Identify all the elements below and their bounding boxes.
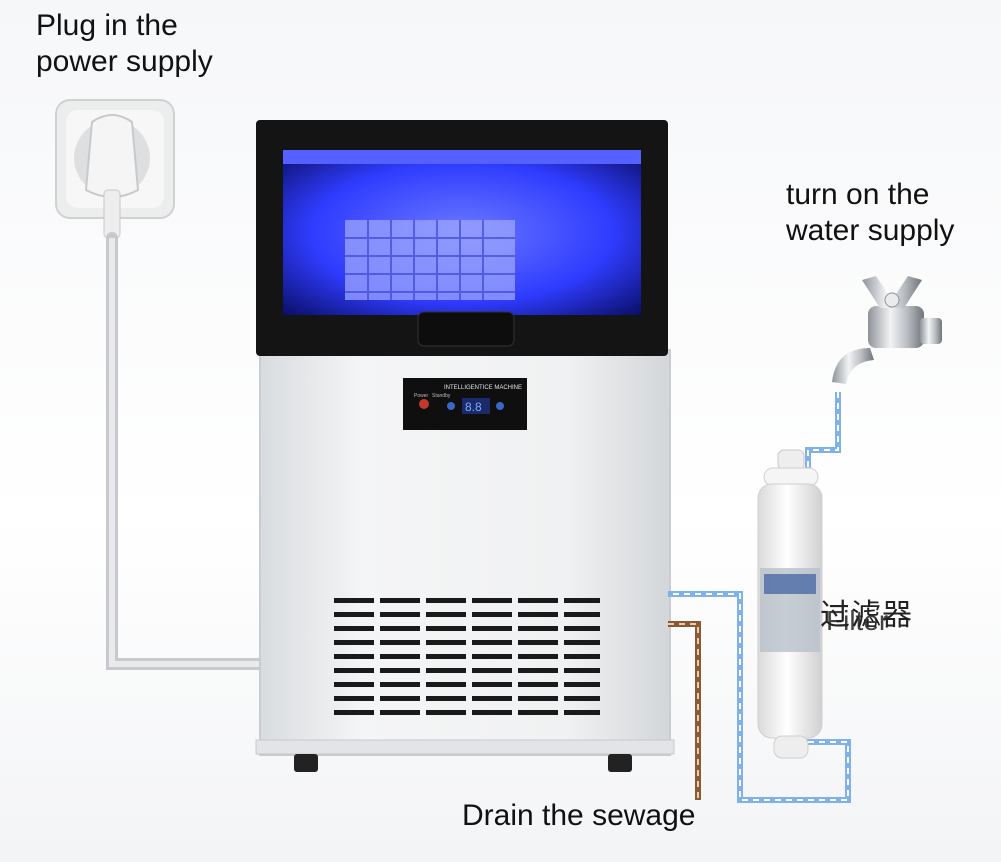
vent-grille <box>334 598 600 715</box>
power-plug-icon <box>84 114 140 239</box>
water-filter-icon <box>757 449 823 759</box>
panel-power-label: Power <box>414 393 429 399</box>
label-drain-sewage: Drain the sewage <box>462 799 696 832</box>
panel-display: 8.8 <box>465 400 482 414</box>
power-cord <box>106 232 268 670</box>
panel-title: INTELLIGENTICE MACHINE <box>444 385 522 391</box>
label-filter-english: Filter <box>826 605 889 636</box>
label-filter-chinese: 过滤器 <box>820 599 913 632</box>
label-plug-in-power: Plug in the power supply <box>36 9 213 78</box>
drain-line <box>668 621 701 800</box>
panel-standby-label: Standby <box>432 393 451 399</box>
label-water-supply: turn on the water supply <box>786 178 955 247</box>
ice-machine <box>255 120 675 772</box>
ice-cube-grid <box>345 220 515 300</box>
water-supply-line <box>668 392 851 803</box>
water-faucet-icon <box>832 276 942 384</box>
